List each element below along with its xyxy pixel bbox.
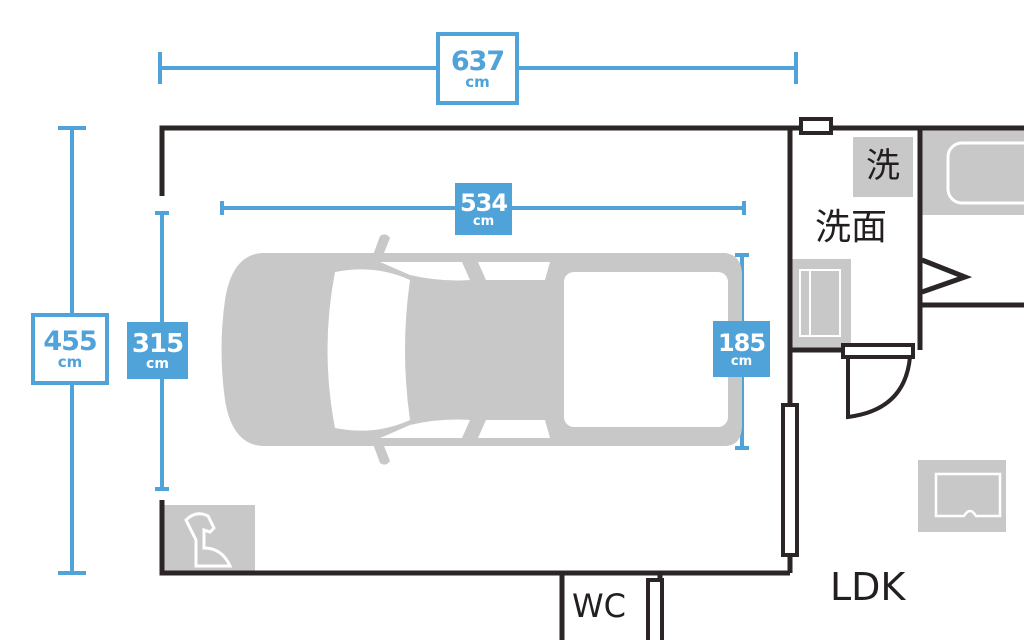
dim-value: 534 [459,188,508,217]
dim-unit: cm [730,353,753,369]
dim-label-outer-depth: 455 cm [31,313,109,385]
dim-label-inner-width: 534 cm [455,183,512,235]
washer-area [853,137,913,197]
dim-value: 637 [450,45,505,77]
window [799,117,833,135]
dog-icon [164,505,255,571]
room-label-ldk: LDK [830,565,906,609]
door-swing[interactable] [846,356,912,420]
room-label-wc: WC [572,587,626,625]
kitchen-sink [918,460,1006,532]
dim-label-inner-depth: 315 cm [127,322,188,379]
dim-unit: cm [146,355,169,372]
dim-label-car-width: 185 cm [713,321,770,377]
room-label-washroom: 洗面 [815,207,888,248]
room-label-washer: 洗 [866,146,900,186]
dim-unit: cm [57,353,83,371]
vanity [792,259,851,349]
dim-unit: cm [465,72,490,91]
dim-unit: cm [472,213,495,229]
dim-value: 315 [131,328,184,359]
wc-door[interactable] [646,578,664,640]
walls [159,125,1024,640]
car-icon [221,234,742,465]
dim-value: 455 [43,326,97,357]
dim-value: 185 [717,328,766,357]
sliding-window [781,403,799,557]
door-frame[interactable] [841,343,915,359]
dim-label-outer-width: 637 cm [436,32,519,105]
